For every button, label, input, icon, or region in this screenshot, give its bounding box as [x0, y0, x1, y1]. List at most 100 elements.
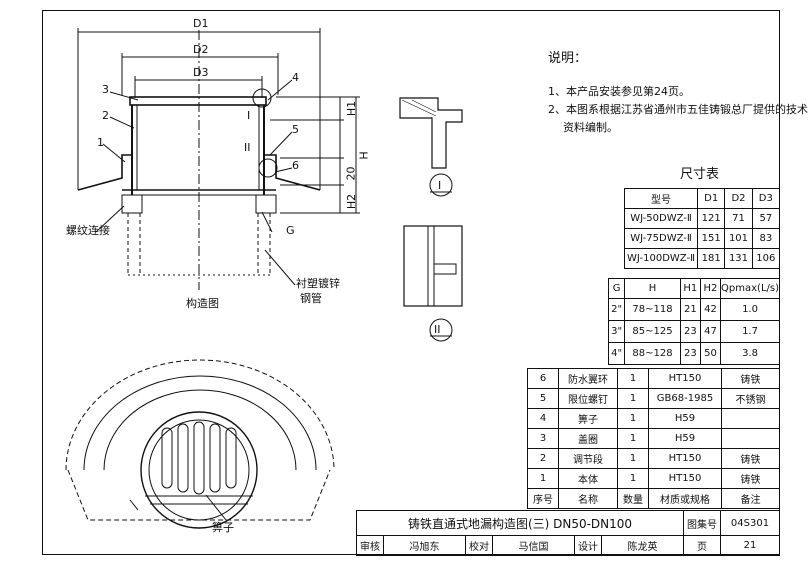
table-cell: 6 — [527, 368, 559, 389]
table-cell: 78~118 — [624, 298, 681, 321]
table-header: 备注 — [721, 488, 780, 509]
table-cell: 1 — [617, 368, 649, 389]
atlas-label: 图集号 — [683, 510, 721, 536]
table-row: 2" 78~118 21 42 1.0 — [607, 298, 780, 321]
table-cell: 4 — [527, 408, 559, 429]
table-cell: 不锈钢 — [721, 388, 780, 409]
table-header: D1 — [696, 188, 726, 209]
table-row: WJ-75DWZ-Ⅱ 151 101 83 — [624, 228, 781, 249]
table-header: G — [607, 278, 626, 299]
label-grate: 箅子 — [212, 521, 234, 534]
table-cell: 50 — [699, 342, 722, 365]
title-block: 铸铁直通式地漏构造图(三) DN50-DN100 图集号 04S301 审核 冯… — [356, 510, 780, 556]
table-header: D2 — [724, 188, 753, 209]
table-cell: 盖圈 — [558, 428, 618, 449]
callout-4: 4 — [292, 71, 299, 84]
title-block-row: 审核 冯旭东 校对 马信国 设计 陈龙英 页 21 — [356, 535, 780, 556]
table-cell: 42 — [699, 298, 722, 321]
detail-i-label: I — [438, 179, 442, 192]
table-cell: 2" — [607, 298, 626, 321]
table-header: D3 — [751, 188, 781, 209]
label-pipe-2: 钢管 — [300, 292, 322, 305]
drawing-title: 铸铁直通式地漏构造图(三) DN50-DN100 — [356, 510, 684, 536]
check-label: 校对 — [464, 535, 493, 556]
dim-h1: H1 — [345, 100, 359, 117]
table-cell: 本体 — [558, 468, 618, 489]
table-header-row: 序号 名称 数量 材质或规格 备注 — [527, 488, 780, 509]
table-cell: 85~125 — [624, 320, 681, 343]
table-header: 型号 — [624, 188, 698, 209]
table-cell: HT150 — [648, 468, 722, 489]
table-cell: WJ-50DWZ-Ⅱ — [624, 208, 698, 229]
table-header: 数量 — [617, 488, 649, 509]
table-header: 序号 — [527, 488, 559, 509]
table-header: H1 — [679, 278, 701, 299]
table-cell — [721, 428, 780, 449]
table-cell: 1 — [617, 408, 649, 429]
table-cell: WJ-75DWZ-Ⅱ — [624, 228, 698, 249]
table-cell: 防水翼环 — [558, 368, 618, 389]
detail-ii-label: II — [434, 323, 441, 336]
dim-d2: D2 — [193, 43, 209, 56]
table-cell: 57 — [751, 208, 781, 229]
table-cell: 1 — [617, 428, 649, 449]
table-row: 2 调节段 1 HT150 铸铁 — [527, 448, 780, 469]
table-row: 6 防水翼环 1 HT150 铸铁 — [527, 368, 780, 389]
table-header: H — [624, 278, 681, 299]
table-cell: 121 — [696, 208, 726, 229]
table-row: 5 限位螺钉 1 GB68-1985 不锈钢 — [527, 388, 780, 409]
table-cell: 1.7 — [720, 320, 780, 343]
g-table: G H H1 H2 Qpmax(L/s) 2" 78~118 21 42 1.0… — [607, 278, 780, 365]
checker-name: 马信国 — [491, 535, 575, 556]
table-cell: WJ-100DWZ-Ⅱ — [624, 248, 698, 269]
table-cell — [721, 408, 780, 429]
table-cell: 调节段 — [558, 448, 618, 469]
table-cell: 1 — [617, 468, 649, 489]
callout-3: 3 — [102, 83, 109, 96]
table-cell: 1.0 — [720, 298, 780, 321]
table-header-row: G H H1 H2 Qpmax(L/s) — [607, 278, 780, 299]
table-cell: 3.8 — [720, 342, 780, 365]
table-cell: 铸铁 — [721, 448, 780, 469]
table-cell: 铸铁 — [721, 368, 780, 389]
table-cell: 4" — [607, 342, 626, 365]
table-cell: 47 — [699, 320, 722, 343]
table-row: 3 盖圈 1 H59 — [527, 428, 780, 449]
callout-1: 1 — [97, 136, 104, 149]
dim-h: H — [357, 151, 371, 160]
reviewer-name: 冯旭东 — [383, 535, 466, 556]
review-label: 审核 — [356, 535, 384, 556]
table-cell: 3" — [607, 320, 626, 343]
table-cell: 88~128 — [624, 342, 681, 365]
size-table: 型号 D1 D2 D3 WJ-50DWZ-Ⅱ 121 71 57 WJ-75DW… — [624, 188, 781, 269]
page-number: 21 — [720, 535, 780, 556]
callout-5: 5 — [292, 123, 299, 136]
page-label: 页 — [683, 535, 721, 556]
table-row: WJ-100DWZ-Ⅱ 181 131 106 — [624, 248, 781, 269]
table-cell: H59 — [648, 428, 722, 449]
table-cell: 箅子 — [558, 408, 618, 429]
table-cell: 106 — [751, 248, 781, 269]
table-cell: 1 — [617, 448, 649, 469]
table-cell: 5 — [527, 388, 559, 409]
title-block-row: 铸铁直通式地漏构造图(三) DN50-DN100 图集号 04S301 — [356, 510, 780, 536]
dim-d1: D1 — [193, 17, 209, 30]
label-pipe-1: 衬塑镀锌 — [296, 277, 340, 290]
table-cell: 限位螺钉 — [558, 388, 618, 409]
table-cell: 101 — [724, 228, 753, 249]
table-cell: 83 — [751, 228, 781, 249]
size-table-title: 尺寸表 — [680, 167, 720, 182]
note-item: 2、本图系根据江苏省通州市五佳铸锻总厂提供的技术 — [548, 103, 808, 116]
atlas-number: 04S301 — [720, 510, 780, 536]
callout-roman-i: I — [247, 109, 251, 122]
note-item: 资料编制。 — [563, 121, 618, 134]
notes-heading: 说明： — [548, 51, 588, 66]
table-cell: 21 — [679, 298, 701, 321]
table-cell: 181 — [696, 248, 726, 269]
table-cell: 3 — [527, 428, 559, 449]
dim-20: 20 — [344, 166, 358, 181]
table-header-row: 型号 D1 D2 D3 — [624, 188, 781, 209]
table-header: Qpmax(L/s) — [720, 278, 780, 299]
table-header: 名称 — [558, 488, 618, 509]
table-row: 4 箅子 1 H59 — [527, 408, 780, 429]
